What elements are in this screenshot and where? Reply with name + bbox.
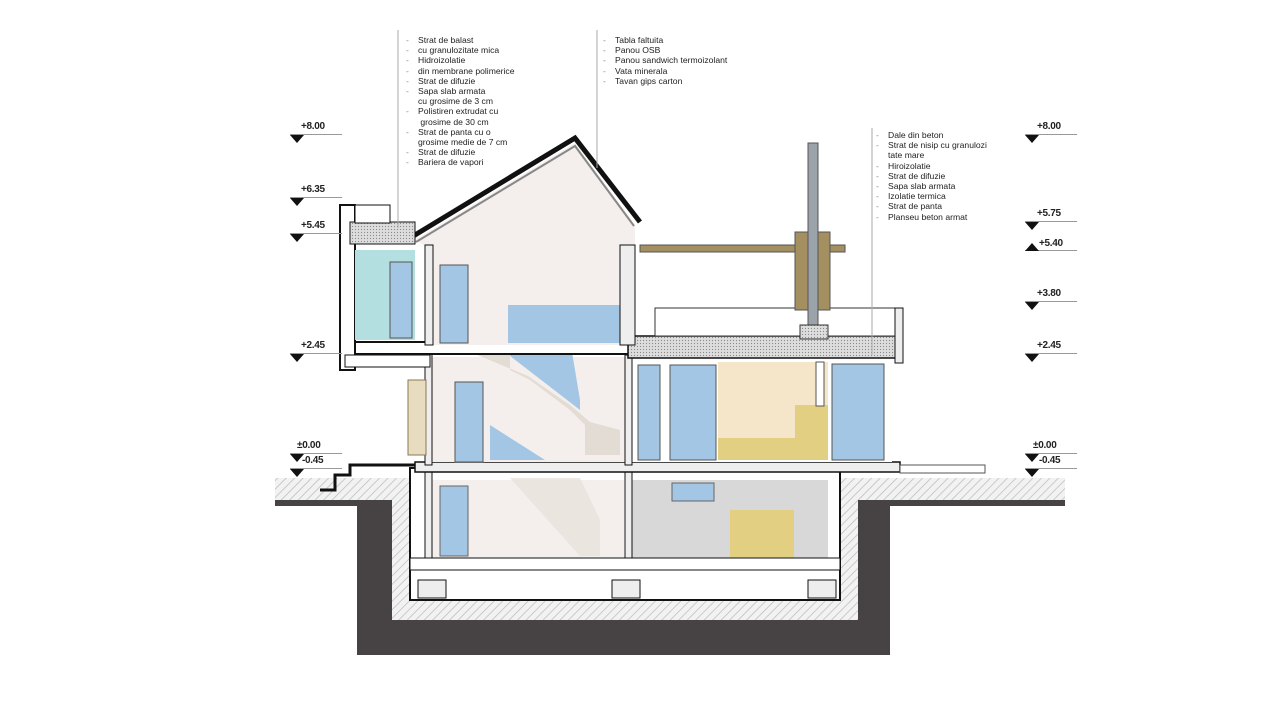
level-label: +3.80	[1037, 288, 1061, 299]
ground-floor	[407, 349, 901, 473]
level-triangle-icon	[290, 468, 342, 477]
note-line: Strat de panta	[876, 201, 987, 211]
note-line: grosime medie de 7 cm	[418, 137, 508, 148]
level-label: ±0.00	[297, 440, 321, 451]
earth-excavation	[275, 500, 1065, 655]
note-line: Vata minerala	[603, 66, 727, 76]
note-line: Hidroizolatie	[406, 55, 514, 65]
note-line: Polistiren extrudat cu	[406, 106, 514, 116]
entrance-steps	[320, 463, 415, 492]
note-line: Sapa slab armata	[876, 181, 987, 191]
note-line: cu granulozitate mica	[406, 45, 514, 55]
level-label: ±0.00	[1033, 440, 1057, 451]
note-line: din membrane polimerice	[406, 66, 514, 76]
level-triangle-icon	[1025, 301, 1077, 310]
note-line: Strat de difuzie	[876, 171, 987, 181]
level-triangle-icon	[1025, 221, 1077, 230]
note-line: Dale din beton	[876, 130, 987, 140]
note-line: Planseu beton armat	[876, 212, 987, 222]
level-triangle-icon	[1025, 353, 1077, 362]
balcony-box	[339, 204, 431, 371]
note-line: Strat de difuzie	[406, 76, 514, 86]
level-triangle-icon	[290, 353, 342, 362]
level-label: +6.35	[301, 184, 325, 195]
note-line: Panou OSB	[603, 45, 727, 55]
level-triangle-icon	[290, 134, 342, 143]
note-line: Hiroizolatie	[876, 161, 987, 171]
level-label: +2.45	[1037, 340, 1061, 351]
level-triangle-icon	[290, 197, 342, 206]
note-line: Strat de panta cu o	[406, 127, 514, 137]
right-paving	[899, 464, 986, 474]
note-line: Tabla faltuita	[603, 35, 727, 45]
level-label: +5.40	[1039, 238, 1063, 249]
level-label: +5.45	[301, 220, 325, 231]
note-line: Izolatie termica	[876, 191, 987, 201]
basement	[409, 467, 841, 601]
level-triangle-icon	[1025, 134, 1077, 143]
level-label: +2.45	[301, 340, 325, 351]
level-triangle-icon	[290, 453, 342, 462]
level-triangle-icon	[1025, 468, 1077, 477]
note-line: Bariera de vapori	[406, 157, 514, 167]
level-label: -0.45	[1039, 455, 1061, 466]
note-line: Strat de balast	[406, 35, 514, 45]
note-line: Panou sandwich termoizolant	[603, 55, 727, 65]
notes-terrace-right: Dale din betonStrat de nisip cu granuloz…	[876, 130, 987, 222]
level-label: -0.45	[302, 455, 324, 466]
notes-pitched-roof: Tabla faltuitaPanou OSBPanou sandwich te…	[603, 35, 727, 86]
note-line: tate mare	[888, 150, 925, 161]
notes-roof-terrace-left: Strat de balastcu granulozitate micaHidr…	[406, 35, 514, 168]
level-label: +8.00	[1037, 121, 1061, 132]
note-line: grosime de 30 cm	[418, 116, 489, 127]
note-line: Strat de difuzie	[406, 147, 514, 157]
upper-floor-gable	[408, 134, 642, 346]
level-label: +5.75	[1037, 208, 1061, 219]
level-label: +8.00	[301, 121, 325, 132]
note-line: Tavan gips carton	[603, 76, 727, 86]
note-line: Strat de nisip cu granulozi	[876, 140, 987, 150]
level-triangle-icon	[290, 233, 342, 242]
note-line: Sapa slab armata	[406, 86, 514, 96]
note-line: cu grosime de 3 cm	[418, 96, 493, 107]
level-triangle-up-icon	[1025, 243, 1077, 259]
level-triangle-icon	[1025, 453, 1077, 462]
